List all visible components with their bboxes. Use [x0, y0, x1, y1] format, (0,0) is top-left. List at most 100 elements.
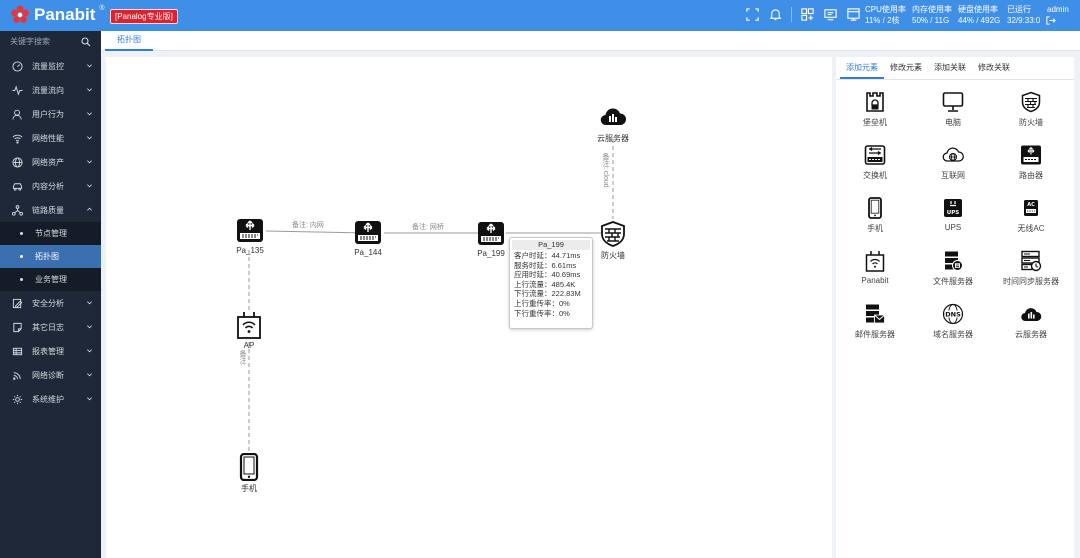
palette-time-server[interactable]: 时间同步服务器	[992, 250, 1070, 303]
cpu-label: CPU使用率	[865, 5, 906, 14]
router-icon	[478, 222, 504, 245]
shield-edit-icon	[12, 298, 23, 309]
message-icon[interactable]	[823, 7, 838, 22]
palette-switch[interactable]: 交换机	[836, 144, 914, 197]
sidebar-item-network-diagnosis[interactable]: 网络诊断	[0, 363, 101, 387]
chevron-up-icon	[87, 207, 92, 211]
sidebar-item-label: 内容分析	[32, 181, 64, 191]
node-phone[interactable]: 手机	[219, 453, 279, 494]
uptime-value: 32/9:33:0	[1007, 16, 1041, 25]
tab-topology[interactable]: 拓扑图	[105, 31, 153, 51]
chevron-down-icon	[87, 64, 92, 68]
fullscreen-icon[interactable]	[745, 7, 760, 22]
sidebar-subitem-topology[interactable]: 拓扑图	[0, 245, 101, 268]
sidebar-subitem-service-management[interactable]: 业务管理	[0, 268, 101, 291]
panel-tabs: 添加元素 修改元素 添加关联 修改关联	[836, 57, 1074, 80]
sidebar-item-network-assets[interactable]: 网络资产	[0, 150, 101, 174]
sidebar-item-label: 网络资产	[32, 157, 64, 167]
palette-mail-server[interactable]: 邮件服务器	[836, 303, 914, 356]
sidebar-subitem-node-management[interactable]: 节点管理	[0, 222, 101, 245]
sidebar-item-user-behavior[interactable]: 用户行为	[0, 102, 101, 126]
tab-add-link[interactable]: 添加关联	[934, 63, 966, 72]
layout-icon[interactable]	[800, 7, 815, 22]
gauge-icon	[12, 60, 23, 72]
sidebar-item-label: 流量监控	[32, 61, 64, 71]
palette-router[interactable]: 路由器	[992, 144, 1070, 197]
sidebar-item-link-quality[interactable]: 链路质量	[0, 198, 101, 222]
topology-canvas[interactable]: 备注: 内网 备注: 网桥 备注: cloud 备注: 云服务器 Pa_135 …	[106, 57, 832, 558]
router-icon	[1021, 145, 1041, 165]
ac-icon-text: AC	[1027, 202, 1035, 208]
logout-icon[interactable]	[1045, 15, 1056, 26]
disk-label: 硬盘使用率	[958, 5, 998, 14]
palette-internet[interactable]: 互联网	[914, 144, 992, 197]
node-firewall[interactable]: 防火墙	[583, 220, 643, 261]
node-pa144[interactable]: Pa_144	[338, 218, 398, 257]
node-label: Pa_135	[236, 246, 264, 255]
bastion-icon	[866, 92, 884, 112]
sidebar-subitem-label: 业务管理	[35, 275, 67, 284]
tab-edit-element[interactable]: 修改元素	[890, 63, 922, 72]
bell-icon[interactable]	[768, 7, 783, 22]
sidebar-item-traffic-monitor[interactable]: 流量监控	[0, 54, 101, 78]
router-icon	[355, 221, 381, 244]
chevron-down-icon	[87, 184, 92, 188]
disk-value: 44% / 492G	[958, 16, 1001, 25]
node-label: 防火墙	[601, 251, 625, 260]
node-tooltip: Pa_199 客户时延：44.71ms 服务时延：6.61ms 应用时延：40.…	[509, 237, 593, 329]
palette-label: 云服务器	[1015, 330, 1047, 339]
palette-bastion[interactable]: 堡垒机	[836, 91, 914, 144]
node-ap[interactable]: AP	[219, 311, 279, 350]
tooltip-app-latency: 应用时延：40.69ms	[514, 270, 581, 280]
sidebar-item-other-logs[interactable]: 其它日志	[0, 315, 101, 339]
tooltip-downstream-traffic: 下行流量：222.83M	[514, 289, 581, 299]
palette-panabit[interactable]: Panabit	[836, 250, 914, 303]
brand-name: Panabit	[34, 5, 96, 24]
sidebar-item-label: 报表管理	[32, 346, 64, 356]
search-input[interactable]: 关键字搜索	[10, 37, 50, 46]
sidebar-item-label: 系统维护	[32, 394, 64, 404]
palette-file-server[interactable]: 文件服务器	[914, 250, 992, 303]
tab-add-element[interactable]: 添加元素	[840, 57, 884, 79]
node-pa199[interactable]: Pa_199	[461, 219, 521, 258]
tab-bar: 拓扑图	[101, 31, 1080, 51]
sidebar-item-system-maintenance[interactable]: 系统维护	[0, 387, 101, 411]
screen-icon[interactable]	[846, 7, 861, 22]
gear-icon	[12, 394, 23, 405]
sidebar-item-content-analysis[interactable]: 内容分析	[0, 174, 101, 198]
sidebar-item-network-performance[interactable]: 网络性能	[0, 126, 101, 150]
topology-links	[248, 139, 614, 451]
cloud-server-icon	[600, 108, 627, 126]
palette-phone[interactable]: 手机	[836, 197, 914, 250]
palette-cloud-server[interactable]: 云服务器	[992, 303, 1070, 356]
node-pa135[interactable]: Pa_135	[220, 216, 280, 255]
sidebar-item-report-management[interactable]: 报表管理	[0, 339, 101, 363]
search-icon[interactable]	[81, 36, 91, 47]
monitor-icon	[942, 92, 964, 112]
palette-computer[interactable]: 电脑	[914, 91, 992, 144]
signal-icon	[12, 370, 23, 381]
tab-edit-link[interactable]: 修改关联	[978, 63, 1010, 72]
sidebar-item-label: 网络性能	[32, 133, 64, 143]
memory-stat: 内存使用率 50% / 11G	[912, 4, 952, 26]
sidebar-item-traffic-flow[interactable]: 流量流向	[0, 78, 101, 102]
table-icon	[12, 346, 23, 357]
palette-ups[interactable]: UPS UPS	[914, 197, 992, 250]
link-pa135-pa144[interactable]	[265, 230, 369, 234]
wireless-ac-icon: AC	[1024, 200, 1038, 216]
registered-mark: ®	[99, 4, 105, 12]
cpu-stat: CPU使用率 11% / 2核	[865, 4, 906, 26]
user-name[interactable]: admin	[1047, 5, 1069, 14]
sidebar-item-security-analysis[interactable]: 安全分析	[0, 291, 101, 315]
node-cloud-server[interactable]: 云服务器	[583, 103, 643, 144]
sidebar-search[interactable]: 关键字搜索	[4, 33, 97, 50]
switch-icon	[864, 145, 886, 165]
palette-dns-server[interactable]: DNS 域名服务器	[914, 303, 992, 356]
node-label: AP	[243, 341, 255, 350]
chevron-down-icon	[87, 397, 92, 401]
tooltip-downstream-retrans: 下行重传率：0%	[514, 308, 570, 318]
palette-label: 无线AC	[1017, 224, 1045, 233]
palette-firewall[interactable]: 防火墙	[992, 91, 1070, 144]
edition-badge: [Panalog专业版]	[110, 9, 178, 24]
palette-wireless-ac[interactable]: AC 无线AC	[992, 197, 1070, 250]
